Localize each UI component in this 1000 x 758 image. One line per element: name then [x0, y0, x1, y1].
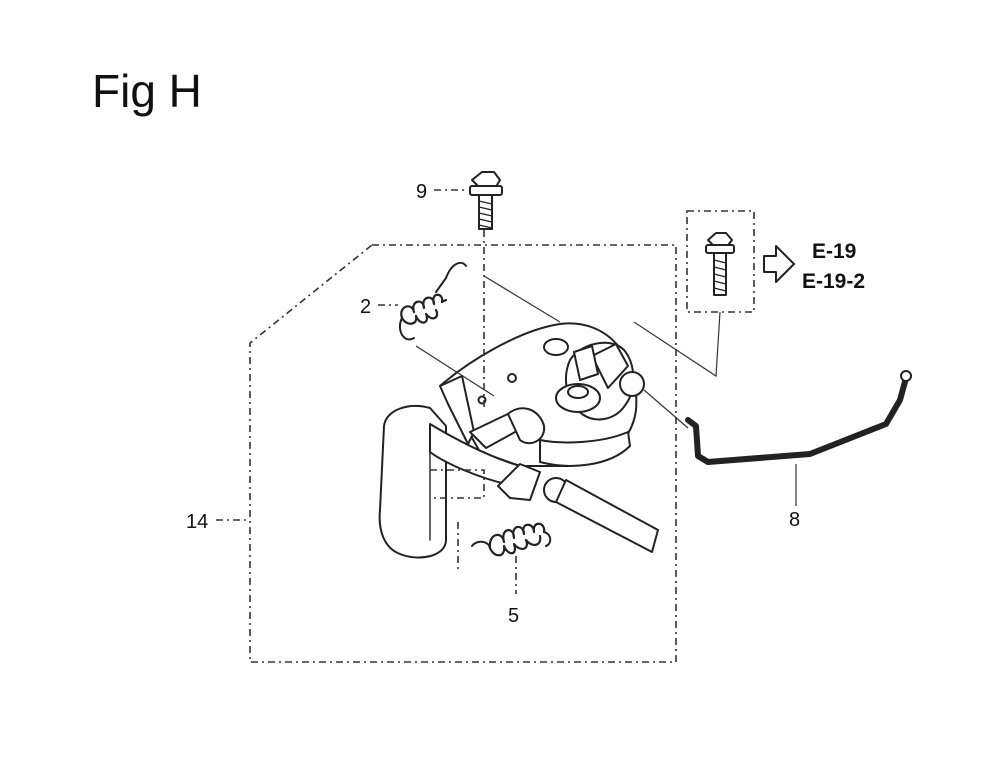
spring-5 — [471, 522, 552, 557]
callout-8: 8 — [789, 509, 800, 531]
callout-5: 5 — [508, 605, 519, 627]
callout-9: 9 — [416, 181, 427, 203]
bolt-9 — [469, 171, 503, 230]
spring-2 — [398, 261, 467, 341]
reference-bolt — [705, 232, 735, 296]
alignment-guide — [430, 469, 485, 499]
throttle-arm — [469, 407, 659, 553]
callout-2: 2 — [360, 296, 371, 318]
alignment-guide — [643, 389, 689, 429]
callout-14: 14 — [186, 511, 208, 533]
figure-title: Fig H — [92, 65, 202, 117]
reference-label-e19: E-19 — [812, 240, 856, 263]
alignment-guide — [633, 311, 721, 378]
governor-arm-assembly — [439, 322, 645, 467]
alignment-guide — [415, 345, 495, 397]
governor-rod-8 — [685, 370, 912, 465]
cover-plate — [378, 405, 521, 559]
reference-label-e19-2: E-19-2 — [802, 270, 865, 293]
reference-arrow-icon — [763, 245, 795, 283]
alignment-guide — [483, 275, 561, 323]
